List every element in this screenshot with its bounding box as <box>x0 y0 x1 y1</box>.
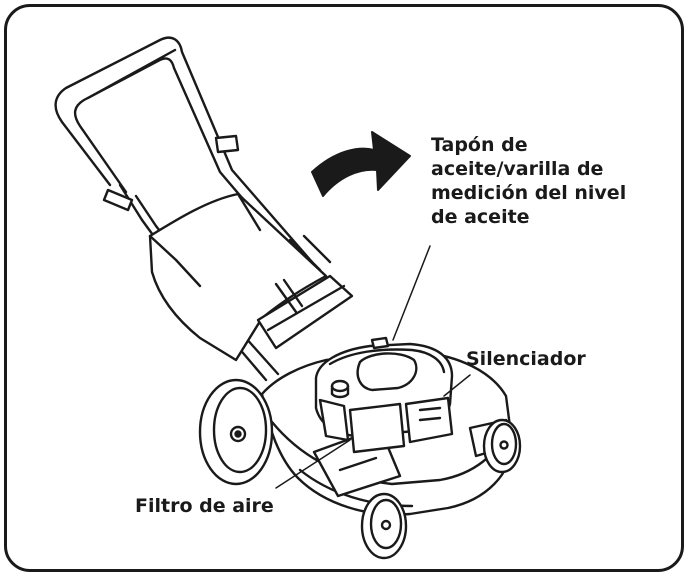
air-filter-label: Filtro de aire <box>135 495 274 517</box>
rear-wheel <box>198 378 274 486</box>
muffler-label: Silenciador <box>466 348 586 370</box>
grass-bag <box>148 192 354 362</box>
muffler-leader-line <box>443 374 471 397</box>
oil-cap-label-line: aceite/varilla de <box>431 158 604 180</box>
engine <box>314 336 454 454</box>
air-filter-leader-line <box>275 439 351 489</box>
mower-handle <box>54 36 332 382</box>
oil-cap-dipstick-label: Tapón de aceite/varilla de medición del … <box>431 133 626 229</box>
oil-cap-label-line: medición del nivel <box>431 182 627 204</box>
oil-cap-label-line: Tapón de <box>431 134 528 156</box>
front-wheel-right <box>482 418 522 474</box>
oil-cap-leader-line <box>392 245 431 341</box>
rotation-arrow-icon <box>311 131 411 197</box>
oil-cap-label-line: de aceite <box>431 206 530 228</box>
front-wheel-left <box>360 492 408 560</box>
